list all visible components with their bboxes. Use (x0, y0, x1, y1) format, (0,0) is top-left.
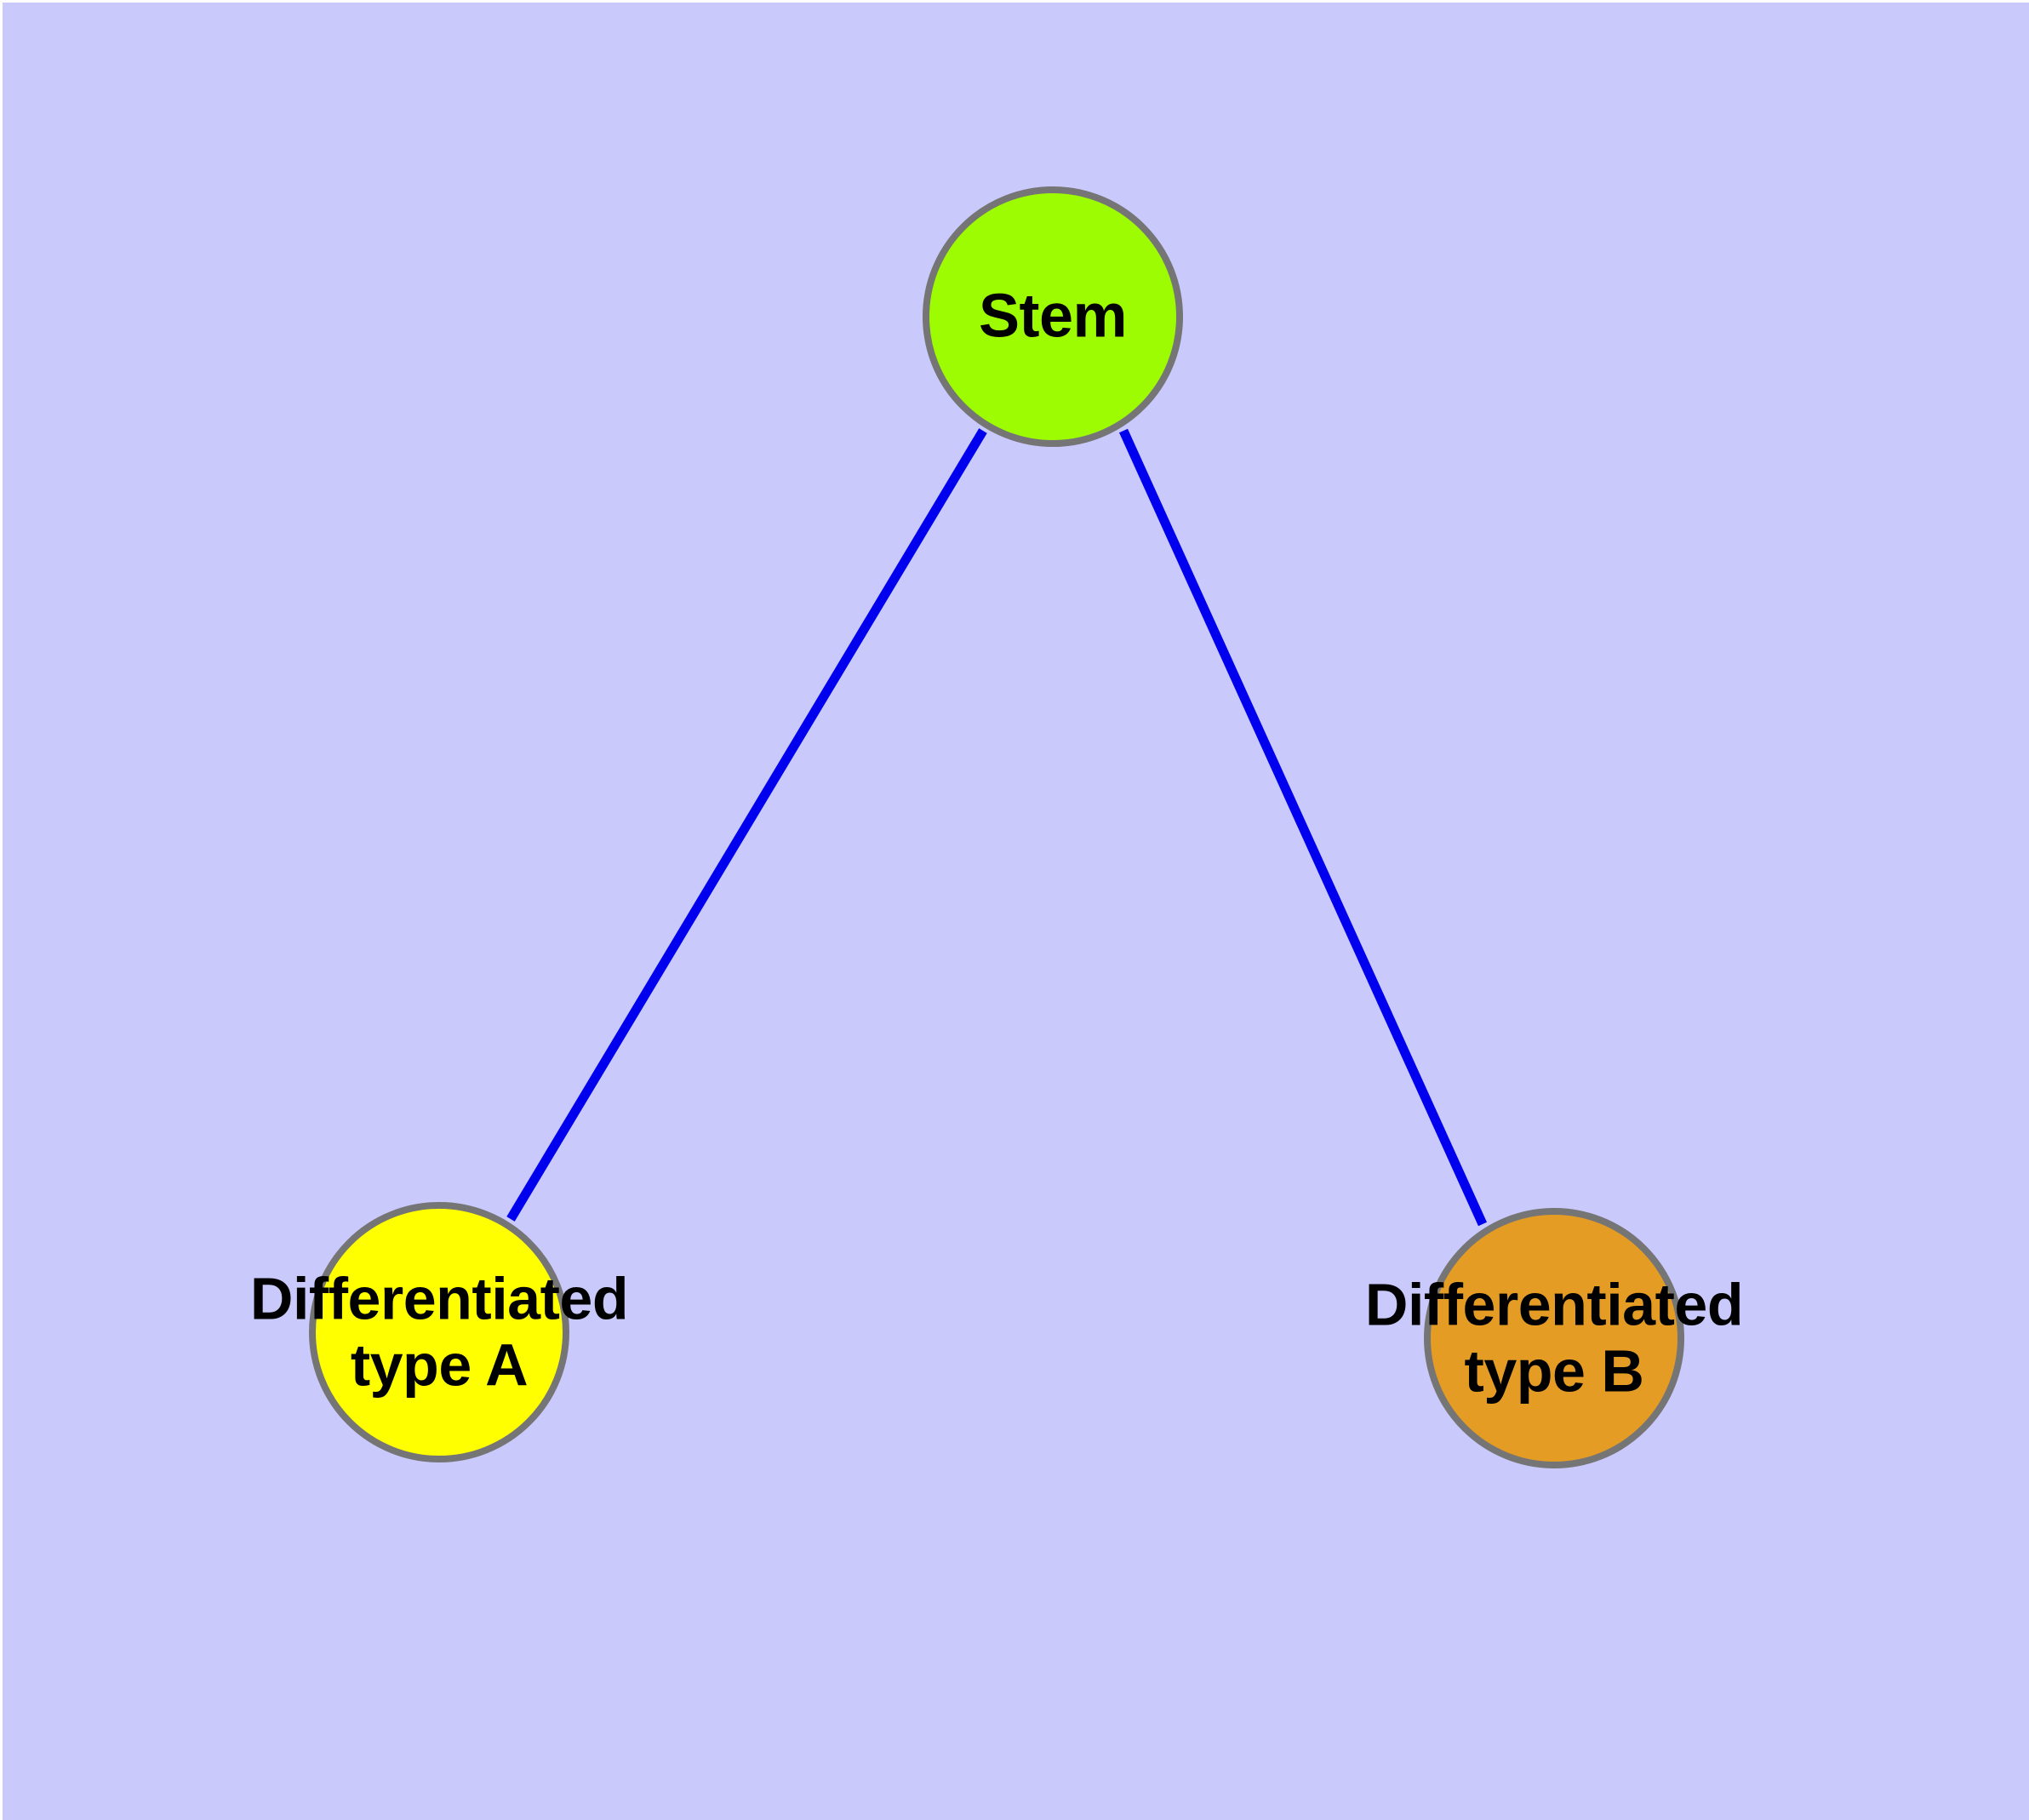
edge-layer (506, 428, 1488, 1227)
edge-stem-to-diff-a[interactable] (506, 428, 987, 1222)
edge-stem-to-diff-b[interactable] (1118, 428, 1488, 1227)
node-layer (309, 186, 1684, 1468)
node-differentiated-type-a[interactable] (309, 1202, 569, 1462)
node-differentiated-type-b[interactable] (1424, 1208, 1684, 1468)
node-stem[interactable] (923, 186, 1183, 447)
